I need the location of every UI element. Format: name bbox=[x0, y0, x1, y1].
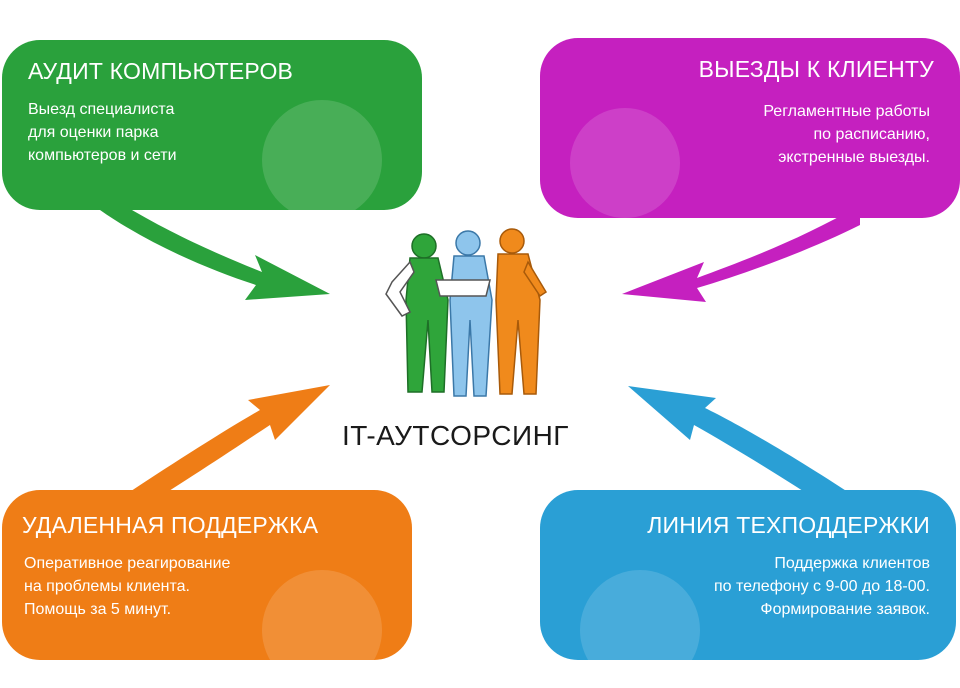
box-support-line: Поддержка клиентов bbox=[774, 555, 930, 572]
person-right bbox=[495, 228, 548, 395]
box-audit-line: для оценки парка bbox=[28, 124, 159, 141]
box-remote-title: УДАЛЕННАЯ ПОДДЕРЖКА bbox=[22, 512, 319, 538]
box-remote: УДАЛЕННАЯ ПОДДЕРЖКА Оперативное реагиров… bbox=[2, 490, 412, 660]
people-illustration bbox=[385, 228, 548, 397]
center-label: IT-АУТСОРСИНГ bbox=[342, 420, 569, 451]
arrow-support bbox=[628, 386, 860, 515]
box-support: ЛИНИЯ ТЕХПОДДЕРЖКИ Поддержка клиентов по… bbox=[540, 490, 956, 660]
box-remote-line: на проблемы клиента. bbox=[24, 578, 190, 595]
box-support-title: ЛИНИЯ ТЕХПОДДЕРЖКИ bbox=[647, 512, 930, 538]
box-visits-line: по расписанию, bbox=[813, 126, 930, 143]
box-visits-description: Регламентные работы по расписанию, экстр… bbox=[763, 100, 930, 169]
box-audit-line: Выезд специалиста bbox=[28, 101, 175, 118]
box-remote-line: Помощь за 5 минут. bbox=[24, 601, 172, 618]
box-visits-line: экстренные выезды. bbox=[778, 149, 930, 166]
box-audit-title: АУДИТ КОМПЬЮТЕРОВ bbox=[28, 58, 294, 84]
box-support-line: по телефону с 9-00 до 18-00. bbox=[713, 578, 930, 595]
person-middle bbox=[435, 230, 493, 397]
box-support-description: Поддержка клиентов по телефону с 9-00 до… bbox=[714, 552, 930, 621]
box-audit-line: компьютеров и сети bbox=[28, 147, 177, 164]
decorative-circle bbox=[262, 570, 382, 660]
arrow-audit bbox=[100, 190, 330, 300]
decorative-circle bbox=[262, 100, 382, 210]
box-support-line: Формирование заявок. bbox=[760, 601, 930, 618]
box-visits-line: Регламентные работы bbox=[763, 103, 930, 120]
person-left bbox=[385, 233, 449, 393]
arrow-visits bbox=[622, 205, 860, 302]
box-remote-line: Оперативное реагирование bbox=[24, 555, 231, 572]
box-visits: ВЫЕЗДЫ К КЛИЕНТУ Регламентные работы по … bbox=[540, 38, 960, 218]
arrow-remote bbox=[110, 385, 330, 515]
box-remote-description: Оперативное реагирование на проблемы кли… bbox=[24, 552, 230, 621]
box-audit-description: Выезд специалиста для оценки парка компь… bbox=[28, 98, 177, 167]
box-audit: АУДИТ КОМПЬЮТЕРОВ Выезд специалиста для … bbox=[2, 40, 422, 210]
box-visits-title: ВЫЕЗДЫ К КЛИЕНТУ bbox=[698, 56, 934, 82]
decorative-circle bbox=[580, 570, 700, 660]
decorative-circle bbox=[570, 108, 680, 218]
